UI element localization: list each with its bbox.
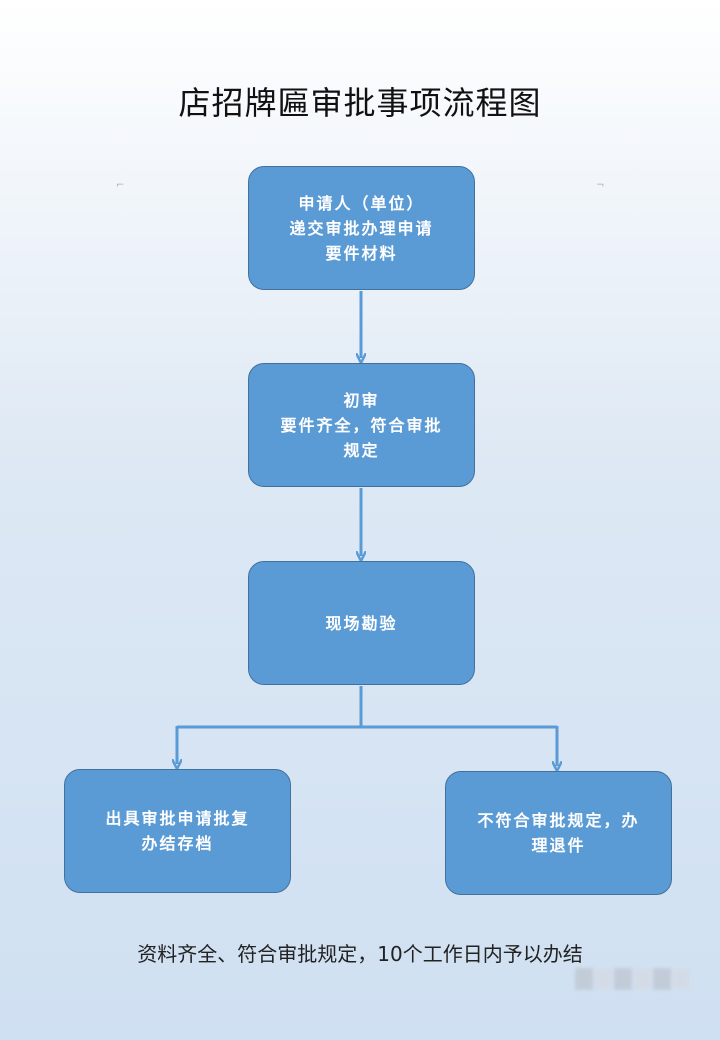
outcome-approve: 出具审批申请批复 办结存档 [64, 769, 291, 893]
blurred-watermark [575, 968, 690, 990]
outcome-reject: 不符合审批规定，办 理退件 [445, 771, 672, 895]
step-site-inspection: 现场勘验 [248, 561, 475, 685]
step-line: 规定 [343, 440, 380, 460]
step-line: 递交审批办理申请 [289, 218, 434, 238]
outcome-line: 出具审批申请批复 [105, 809, 250, 828]
step-line: 要件材料 [325, 243, 398, 263]
corner-mark-right: ¬ [596, 180, 605, 191]
step-application: 申请人（单位） 递交审批办理申请 要件材料 [248, 166, 475, 290]
step-line: 申请人（单位） [298, 193, 425, 213]
outcome-line: 不符合审批规定，办 [477, 811, 640, 830]
outcome-line: 理退件 [531, 836, 586, 855]
step-line: 现场勘验 [325, 613, 398, 633]
step-line: 要件齐全，符合审批 [280, 415, 443, 435]
outcome-line: 办结存档 [141, 834, 214, 853]
step-preliminary-review: 初审 要件齐全，符合审批 规定 [248, 363, 475, 487]
step-line: 初审 [343, 390, 380, 410]
diagram-title: 店招牌匾审批事项流程图 [178, 84, 542, 122]
footer-note: 资料齐全、符合审批规定，10个工作日内予以办结 [137, 942, 583, 966]
corner-mark-left: ⌐ [116, 180, 125, 191]
